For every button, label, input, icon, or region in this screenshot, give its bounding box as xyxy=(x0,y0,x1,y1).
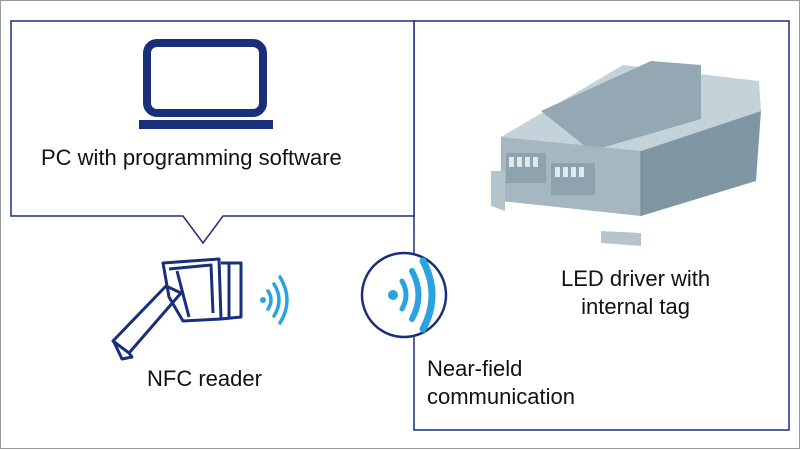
led-driver-label: LED driver with internal tag xyxy=(561,265,710,321)
pc-callout-bubble xyxy=(10,20,415,245)
laptop-icon xyxy=(139,39,273,129)
nfc-reader-icon xyxy=(111,257,243,361)
wireless-waves-icon xyxy=(260,275,289,325)
near-field-communication-label: Near-field communication xyxy=(427,355,575,411)
led-driver-label-line1: LED driver with xyxy=(561,266,711,291)
led-driver-device-image xyxy=(491,61,761,246)
led-driver-panel xyxy=(413,20,790,431)
nfc-circle-icon xyxy=(360,251,448,339)
led-driver-label-line2: internal tag xyxy=(581,294,690,319)
near-field-communication-line2: communication xyxy=(427,384,575,409)
near-field-communication-line1: Near-field xyxy=(427,356,523,381)
nfc-reader-label: NFC reader xyxy=(147,366,262,391)
pc-label: PC with programming software xyxy=(41,145,342,170)
